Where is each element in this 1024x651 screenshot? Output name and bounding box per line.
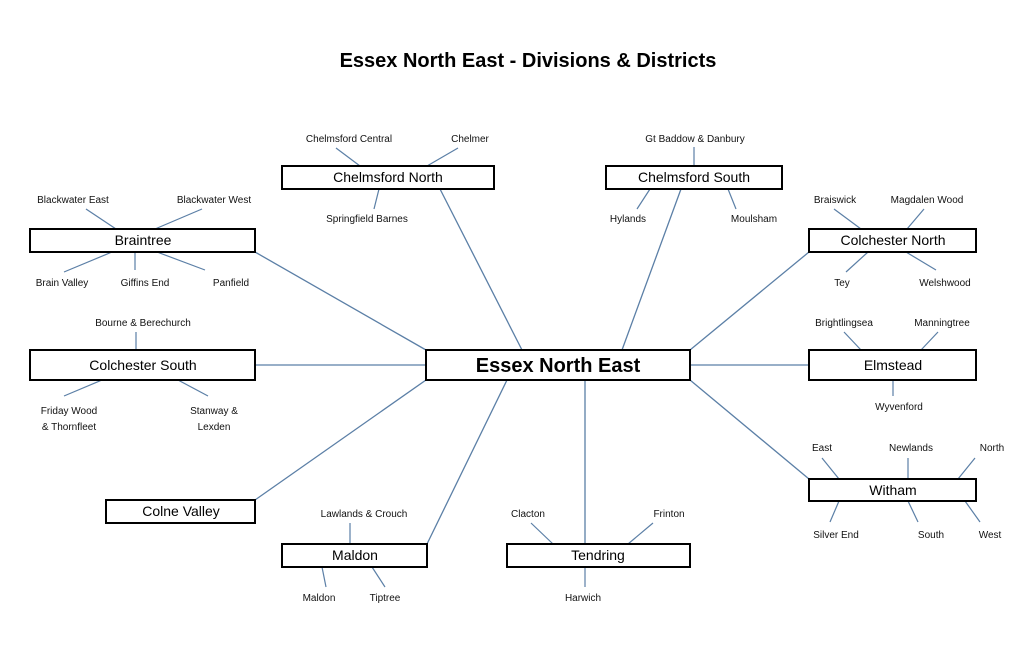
- district-label: Tey: [834, 278, 850, 289]
- district-label: Friday Wood: [41, 406, 98, 417]
- division-colchester-north: Colchester North: [808, 228, 977, 253]
- connector-colchester-north: [689, 251, 810, 351]
- district-label: Manningtree: [914, 318, 970, 329]
- district-label: Bourne & Berechurch: [95, 318, 191, 329]
- district-label: Brightlingsea: [815, 318, 873, 329]
- division-label: Braintree: [115, 232, 172, 248]
- district-label: East: [812, 443, 832, 454]
- division-chelmsford-north: Chelmsford North: [281, 165, 495, 190]
- connectors: [254, 188, 810, 545]
- diagram-title: Essex North East - Divisions & Districts: [340, 50, 717, 72]
- district-label: Giffins End: [121, 278, 170, 289]
- district-label: Maldon: [303, 593, 336, 604]
- connector-maldon: [426, 379, 508, 545]
- connector-chelmsford-south: [621, 188, 682, 351]
- district-label: Frinton: [653, 509, 684, 520]
- division-chelmsford-south: Chelmsford South: [605, 165, 783, 190]
- district-label: Tiptree: [370, 593, 401, 604]
- connector-braintree: [254, 251, 427, 351]
- division-label: Colchester North: [840, 232, 945, 248]
- division-label: Colchester South: [89, 357, 196, 373]
- district-label: Braiswick: [814, 195, 857, 206]
- connector-colne-valley: [254, 379, 427, 501]
- district-label: Harwich: [565, 593, 601, 604]
- district-label: Springfield Barnes: [326, 214, 408, 225]
- division-witham: Witham: [808, 478, 977, 502]
- division-label: Maldon: [332, 547, 378, 563]
- center-node: Essex North East: [425, 349, 691, 381]
- district-label: & Thornfleet: [42, 422, 97, 433]
- district-label: West: [979, 530, 1002, 541]
- connector-chelmsford-north: [439, 188, 523, 351]
- district-labels: Chelmsford Central Chelmer Springfield B…: [36, 134, 1005, 604]
- division-label: Chelmsford North: [333, 169, 443, 185]
- district-label: Welshwood: [919, 278, 971, 289]
- district-label: Panfield: [213, 278, 249, 289]
- division-label: Colne Valley: [142, 503, 220, 519]
- district-label: Blackwater East: [37, 195, 109, 206]
- district-label: Chelmsford Central: [306, 134, 392, 145]
- district-label: Stanway &: [190, 406, 238, 417]
- division-colne-valley: Colne Valley: [105, 499, 256, 524]
- district-label: Chelmer: [451, 134, 489, 145]
- district-label: Hylands: [610, 214, 646, 225]
- division-label: Tendring: [571, 547, 625, 563]
- district-label: Clacton: [511, 509, 545, 520]
- division-label: Elmstead: [864, 357, 922, 373]
- district-label: Lexden: [198, 422, 231, 433]
- district-label: Blackwater West: [177, 195, 252, 206]
- division-label: Chelmsford South: [638, 169, 750, 185]
- district-label: Moulsham: [731, 214, 777, 225]
- district-label: North: [980, 443, 1004, 454]
- division-elmstead: Elmstead: [808, 349, 977, 381]
- district-label: South: [918, 530, 944, 541]
- district-label: Lawlands & Crouch: [321, 509, 408, 520]
- division-maldon: Maldon: [281, 543, 428, 568]
- district-label: Wyvenford: [875, 402, 923, 413]
- district-label: Brain Valley: [36, 278, 89, 289]
- division-tendring: Tendring: [506, 543, 691, 568]
- district-connectors: [63, 147, 981, 588]
- division-label: Witham: [869, 482, 916, 498]
- district-label: Gt Baddow & Danbury: [645, 134, 745, 145]
- district-label: Silver End: [813, 530, 859, 541]
- district-label: Magdalen Wood: [891, 195, 964, 206]
- connector-witham: [689, 379, 810, 480]
- district-label: Newlands: [889, 443, 933, 454]
- division-braintree: Braintree: [29, 228, 256, 253]
- center-label: Essex North East: [476, 355, 641, 377]
- division-colchester-south: Colchester South: [29, 349, 256, 381]
